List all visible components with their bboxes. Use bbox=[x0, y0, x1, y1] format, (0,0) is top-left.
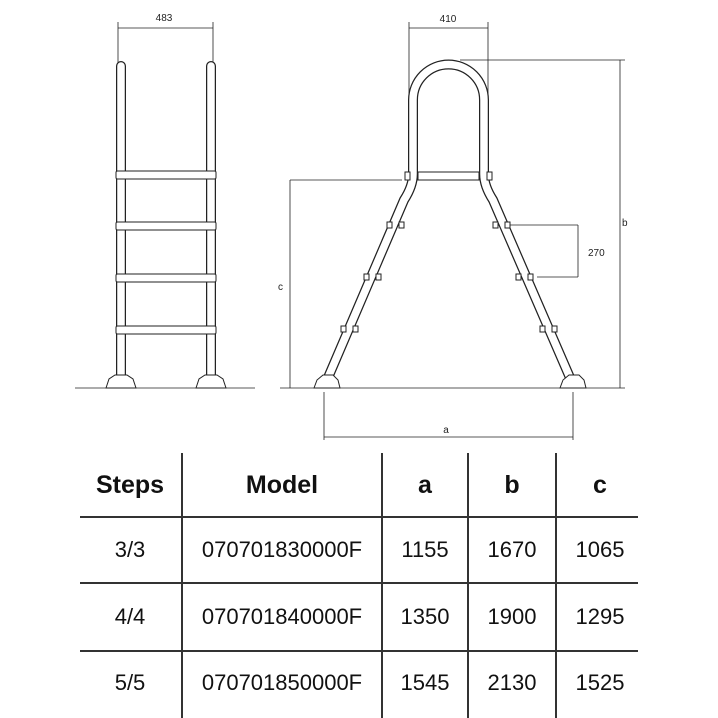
width-483-label: 483 bbox=[156, 13, 173, 24]
cell-b: 1670 bbox=[487, 537, 537, 562]
cell-a: 1545 bbox=[400, 670, 450, 695]
row-divider bbox=[80, 516, 638, 518]
cell-model: 070701840000F bbox=[201, 604, 363, 629]
row-divider bbox=[80, 582, 638, 584]
cell-b: 2130 bbox=[487, 670, 537, 695]
step-spacing-label: 270 bbox=[588, 248, 605, 259]
row-divider bbox=[80, 650, 638, 652]
header-model: Model bbox=[245, 470, 319, 499]
side-view-ladder bbox=[313, 59, 587, 389]
ladder-technical-drawing: 483 410 270 b c a bbox=[75, 13, 628, 440]
cell-steps: 4/4 bbox=[114, 604, 146, 629]
front-view-ladder bbox=[105, 61, 227, 389]
cell-model: 070701830000F bbox=[201, 537, 363, 562]
header-b: b bbox=[504, 470, 520, 499]
cell-model: 070701850000F bbox=[201, 670, 363, 695]
header-c: c bbox=[593, 470, 607, 499]
column-divider bbox=[381, 453, 383, 718]
column-divider bbox=[467, 453, 469, 718]
cell-a: 1350 bbox=[400, 604, 450, 629]
cell-c: 1065 bbox=[575, 537, 625, 562]
header-a: a bbox=[418, 470, 432, 499]
column-divider bbox=[181, 453, 183, 718]
b-label: b bbox=[622, 218, 628, 229]
cell-c: 1525 bbox=[575, 670, 625, 695]
width-410-label: 410 bbox=[440, 14, 457, 25]
cell-a: 1155 bbox=[401, 537, 449, 562]
column-divider bbox=[555, 453, 557, 718]
c-label: c bbox=[278, 282, 283, 293]
cell-c: 1295 bbox=[575, 604, 625, 629]
header-steps: Steps bbox=[95, 470, 165, 499]
cell-steps: 5/5 bbox=[114, 670, 146, 695]
cell-steps: 3/3 bbox=[114, 537, 146, 562]
a-label: a bbox=[443, 425, 449, 436]
cell-b: 1900 bbox=[487, 604, 537, 629]
